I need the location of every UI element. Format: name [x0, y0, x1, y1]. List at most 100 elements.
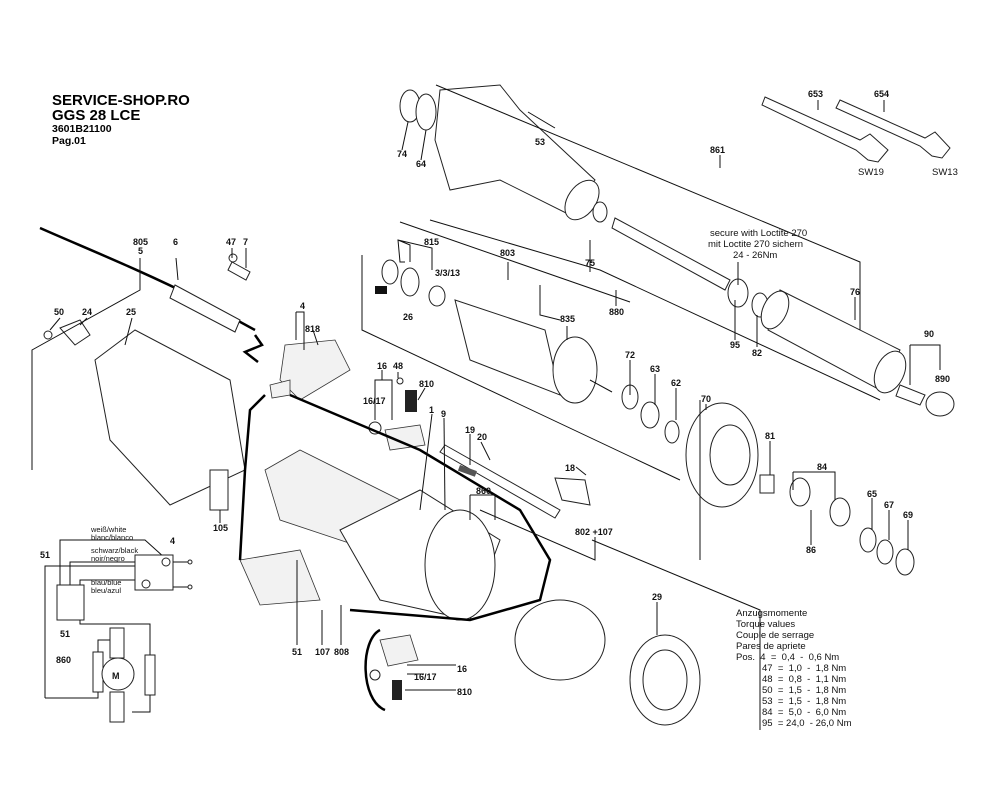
model-name: GGS 28 LCE: [52, 107, 141, 124]
armature-803: [375, 259, 680, 444]
callout-805: 805: [133, 237, 148, 247]
callout-16-lower: 16: [457, 664, 467, 674]
bearing-flange-70: [685, 402, 915, 576]
power-cable-805: [39, 226, 264, 363]
callout-67: 67: [884, 500, 894, 510]
callout-26: 26: [403, 312, 413, 322]
callout-48: 48: [393, 361, 403, 371]
torque-title-de: Anzugsmomente: [736, 608, 807, 619]
torque-row: 84 = 5,0 - 6,0 Nm: [762, 707, 846, 718]
callout-76: 76: [850, 287, 860, 297]
callout-818: 818: [305, 324, 320, 334]
callout-6: 6: [173, 237, 178, 247]
callout-5: 5: [138, 246, 143, 256]
motor-housing-1: [239, 449, 501, 621]
callout-labels: 653 654 SW19 SW13 74 64 53 861 805 5 6 4…: [54, 89, 958, 697]
callout-653: 653: [808, 89, 823, 99]
callout-25: 25: [126, 307, 136, 317]
callout-654: 654: [874, 89, 889, 99]
field-coil-29: [514, 599, 701, 726]
title-block: SERVICE-SHOP.RO GGS 28 LCE 3601B21100 Pa…: [52, 93, 190, 146]
callout-47: 47: [226, 237, 236, 247]
wire-white: weiß/white: [90, 525, 126, 534]
callout-75: 75: [585, 258, 595, 268]
callout-20: 20: [477, 432, 487, 442]
torque-title-en: Torque values: [736, 619, 795, 630]
wiring-label-51-module: 51: [60, 629, 70, 639]
callout-16-17: 16/17: [363, 396, 386, 406]
callout-810: 810: [419, 379, 434, 389]
callout-19: 19: [465, 425, 475, 435]
torque-row: 47 = 1,0 - 1,8 Nm: [762, 663, 846, 674]
torque-table: Anzugsmomente Torque values Couple de se…: [736, 608, 852, 729]
callout-72: 72: [625, 350, 635, 360]
wiring-label-4: 4: [170, 536, 175, 546]
wire-blue: blau/blue: [91, 578, 121, 587]
wire-black: schwarz/black: [91, 546, 138, 555]
loctite-line-3: 24 - 26Nm: [733, 250, 777, 261]
callout-65: 65: [867, 489, 877, 499]
callout-24: 24: [82, 307, 92, 317]
wiring-label-860: 860: [56, 655, 71, 665]
callout-7: 7: [243, 237, 248, 247]
callout-95: 95: [730, 340, 740, 350]
part-number: 3601B21100: [52, 123, 112, 135]
callout-51: 51: [292, 647, 302, 657]
torque-row: 53 = 1,5 - 1,8 Nm: [762, 696, 846, 707]
spanner-654: [835, 99, 951, 159]
wiring-label-51: 51: [40, 550, 50, 560]
callout-16-17-lower: 16/17: [414, 672, 437, 682]
callout-sw19: SW19: [858, 167, 884, 178]
callout-sw13: SW13: [932, 167, 958, 178]
spanner-653: [761, 96, 889, 163]
callout-803: 803: [500, 248, 515, 258]
page-number: Pag.01: [52, 134, 86, 147]
callout-815: 815: [424, 237, 439, 247]
callout-107: 107: [315, 647, 330, 657]
callout-16: 16: [377, 361, 387, 371]
callout-835: 835: [560, 314, 575, 324]
callout-9: 9: [441, 409, 446, 419]
callout-81: 81: [765, 431, 775, 441]
callout-29: 29: [652, 592, 662, 602]
torque-row: Pos. 4 = 0,4 - 0,6 Nm: [736, 652, 839, 663]
leader-lines: [31, 84, 941, 730]
callout-86: 86: [806, 545, 816, 555]
callout-62: 62: [671, 378, 681, 388]
callout-64: 64: [416, 159, 426, 169]
callout-18: 18: [565, 463, 575, 473]
loctite-line-1: secure with Loctite 270: [710, 228, 807, 239]
torque-row: 50 = 1,5 - 1,8 Nm: [762, 685, 846, 696]
callout-890: 890: [935, 374, 950, 384]
callout-810-lower: 810: [457, 687, 472, 697]
rear-cap-25: [43, 319, 246, 511]
callout-808: 808: [334, 647, 349, 657]
front-housing-861: [399, 84, 608, 223]
callout-105: 105: [213, 523, 228, 533]
callout-860: 860: [476, 486, 491, 496]
callout-74: 74: [397, 149, 407, 159]
callout-861: 861: [710, 145, 725, 155]
callout-70: 70: [701, 394, 711, 404]
switch-4: [269, 339, 351, 401]
loctite-line-2: mit Loctite 270 sichern: [708, 239, 803, 250]
callout-53: 53: [535, 137, 545, 147]
callout-69: 69: [903, 510, 913, 520]
sleeve-76: [760, 289, 955, 417]
shop-name: SERVICE-SHOP.RO: [52, 92, 190, 109]
loctite-note: secure with Loctite 270 mit Loctite 270 …: [708, 228, 807, 285]
callout-82: 82: [752, 348, 762, 358]
callout-90: 90: [924, 329, 934, 339]
torque-title-fr: Couple de serrage: [736, 630, 814, 641]
torque-row: 95 = 24,0 - 26,0 Nm: [762, 718, 852, 729]
wire-blue-2: bleu/azul: [91, 586, 121, 595]
callout-50: 50: [54, 307, 64, 317]
torque-row: 48 = 0,8 - 1,1 Nm: [762, 674, 846, 685]
callout-4: 4: [300, 301, 305, 311]
torque-title-es: Pares de apriete: [736, 641, 806, 652]
callout-1: 1: [429, 405, 434, 415]
wiring-diagram: M weiß/white blanc/blanco schwarz/black …: [40, 525, 193, 723]
callout-63: 63: [650, 364, 660, 374]
callout-802-107: 802 +107: [575, 527, 613, 537]
